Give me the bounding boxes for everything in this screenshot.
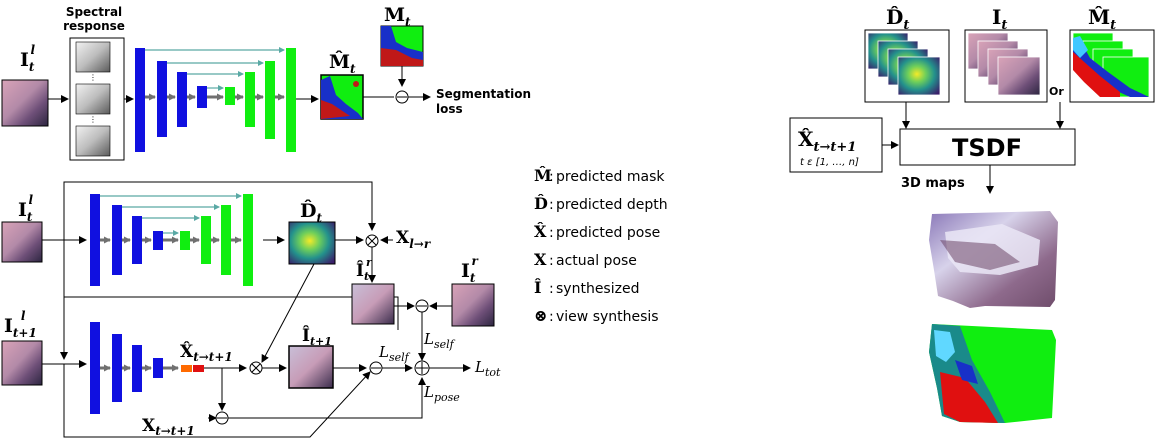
encoder-block bbox=[132, 345, 142, 392]
spectral-band bbox=[75, 125, 111, 157]
encoder-block bbox=[153, 358, 163, 378]
decoder-block bbox=[243, 194, 253, 286]
real-right-image bbox=[451, 283, 495, 327]
decoder-block bbox=[201, 216, 211, 264]
depth-pred-label: D̂t bbox=[300, 200, 322, 225]
encoder-block bbox=[157, 61, 167, 137]
legend-text: synthesized bbox=[556, 281, 639, 297]
decoder-block bbox=[265, 61, 275, 139]
depth-pose-branch: Itl D bbox=[1, 181, 501, 438]
pose-range-label: t ε [1, …, n] bbox=[800, 157, 859, 168]
seg-loss-label-1: Segmentation bbox=[436, 87, 531, 101]
predicted-mask-image bbox=[320, 74, 364, 120]
spectral-band bbox=[75, 41, 111, 73]
legend-text: view synthesis bbox=[556, 309, 659, 325]
encoder-block bbox=[135, 48, 145, 152]
i-hat-r-label: Îtr bbox=[356, 256, 373, 283]
tsdf-pose-label: X̂t→t+1 bbox=[798, 127, 856, 155]
legend-separator: : bbox=[549, 281, 554, 297]
encoder-block bbox=[90, 322, 100, 414]
tsdf-depth-label: D̂t bbox=[886, 5, 909, 33]
decoder-block bbox=[180, 231, 190, 250]
i-r-label: Itr bbox=[461, 254, 479, 285]
ground-truth-mask-image bbox=[380, 25, 424, 67]
synthesized-right-image bbox=[351, 283, 395, 325]
legend-separator: : bbox=[549, 253, 554, 269]
synthesized-next-image bbox=[288, 345, 334, 389]
seg-input-label: Itl bbox=[20, 43, 35, 74]
pose-encoder bbox=[90, 322, 204, 414]
seg-unet bbox=[135, 47, 296, 152]
maps-label: 3D maps bbox=[901, 176, 965, 191]
legend-symbol: X bbox=[534, 250, 547, 269]
encoder-block bbox=[197, 86, 207, 108]
svg-text:⋮: ⋮ bbox=[89, 115, 97, 124]
l-tot-label: Ltot bbox=[474, 358, 501, 379]
l-self-1-label: Lself bbox=[378, 343, 411, 364]
decoder-block bbox=[225, 87, 235, 105]
spectral-label-2: response bbox=[63, 19, 125, 33]
legend-text: predicted mask bbox=[556, 169, 665, 185]
seg-pred-label: M̂t bbox=[329, 51, 356, 76]
legend-symbol: ⊗ bbox=[534, 306, 547, 325]
encoder-block bbox=[132, 216, 142, 264]
segmentation-branch: Itl Spectral response ⋮ ⋮ bbox=[1, 4, 531, 161]
decoder-block bbox=[245, 72, 255, 127]
seg-gt-label: Mt bbox=[384, 4, 411, 29]
legend-text: actual pose bbox=[556, 253, 637, 269]
l-self-2-label: Lself bbox=[423, 330, 456, 351]
encoder-block bbox=[153, 231, 163, 250]
encoder-block bbox=[90, 194, 100, 286]
spectral-label-1: Spectral bbox=[66, 5, 122, 19]
tsdf-box-label: TSDF bbox=[952, 134, 1022, 162]
pose-pred-label: X̂t→t+1 bbox=[180, 342, 233, 364]
svg-text:⋮: ⋮ bbox=[89, 73, 97, 82]
pose-vector-bar bbox=[193, 365, 204, 372]
legend-separator: : bbox=[549, 169, 554, 185]
depth-input-image bbox=[1, 221, 43, 263]
legend-symbol: D̂ bbox=[534, 194, 548, 213]
encoder-block bbox=[177, 72, 187, 127]
legend-text: predicted depth bbox=[556, 197, 668, 213]
decoder-block bbox=[221, 205, 231, 275]
depth-input-label: Itl bbox=[18, 193, 33, 224]
or-label: Or bbox=[1049, 85, 1064, 98]
seg-loss-label-2: loss bbox=[436, 102, 463, 116]
pose-input-box bbox=[789, 117, 883, 173]
legend-symbol: M̂ bbox=[534, 166, 552, 185]
tsdf-branch: D̂t It M̂t Or X̂t→t+1 t ε [1, …, n] bbox=[789, 5, 1155, 423]
seg-input-image bbox=[1, 79, 49, 127]
legend-symbol: X̂ bbox=[534, 222, 547, 241]
mask-stack bbox=[1072, 32, 1150, 98]
spectral-band bbox=[75, 83, 111, 115]
encoder-block bbox=[112, 334, 122, 402]
pose-vector-bar bbox=[181, 365, 192, 372]
tsdf-image-label: It bbox=[992, 5, 1007, 33]
3d-map-segmentation bbox=[929, 324, 1056, 423]
x-lr-label: Xl→r bbox=[396, 228, 432, 251]
pose-input-image bbox=[1, 340, 43, 386]
legend-separator: : bbox=[549, 225, 554, 241]
predicted-depth-image bbox=[288, 221, 336, 265]
decoder-block bbox=[286, 48, 296, 152]
encoder-block bbox=[112, 205, 122, 275]
i-hat-next-label: Ît+1 bbox=[302, 325, 332, 348]
pose-input-label: It+1l bbox=[4, 309, 37, 340]
legend-text: predicted pose bbox=[556, 225, 660, 241]
legend-separator: : bbox=[549, 309, 554, 325]
pose-actual-label: Xt→t+1 bbox=[142, 416, 195, 438]
3d-map-texture bbox=[929, 211, 1058, 308]
tsdf-mask-label: M̂t bbox=[1088, 5, 1116, 33]
l-pose-label: Lpose bbox=[423, 383, 460, 404]
depth-unet bbox=[90, 193, 253, 286]
legend-separator: : bbox=[549, 197, 554, 213]
tsdf-box bbox=[899, 128, 1076, 166]
legend-symbol: Î bbox=[534, 277, 541, 297]
